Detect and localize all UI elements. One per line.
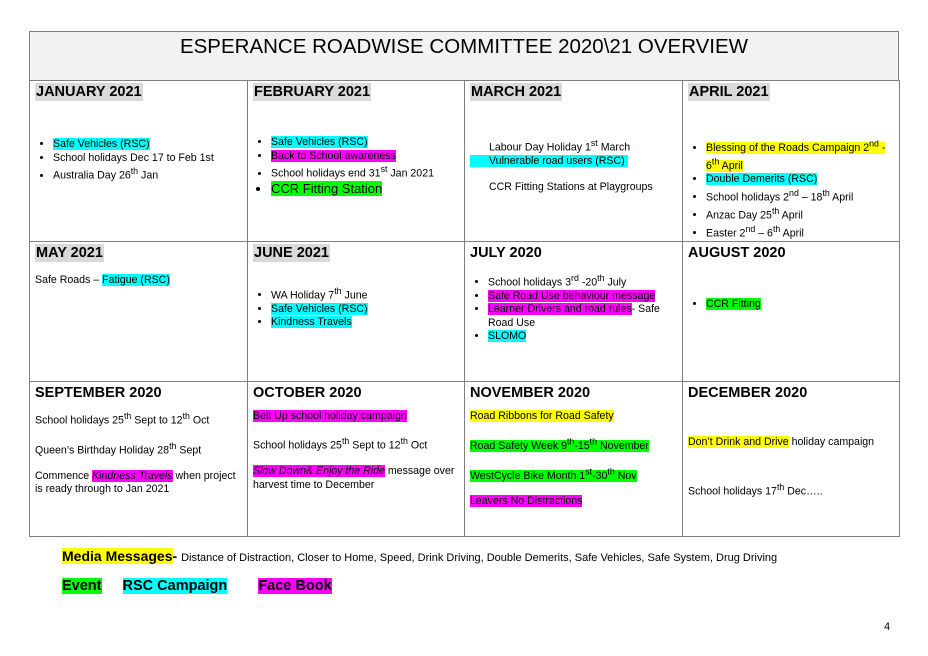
month-cell-april: APRIL 2021 Blessing of the Roads Campaig… (682, 80, 900, 242)
list-item: Queen’s Birthday Holiday 28th Sept (35, 440, 202, 457)
list-item: Learner Drivers and road rules- Safe Roa… (488, 303, 676, 330)
event-list: Blessing of the Roads Campaign 2nd - 6th… (688, 137, 893, 241)
month-heading: MAY 2021 (35, 243, 104, 262)
month-cell-august: AUGUST 2020 CCR Fitting (682, 240, 900, 382)
month-heading: JUNE 2021 (253, 243, 330, 262)
list-item: Safe Vehicles (RSC) (53, 138, 241, 152)
list-item: CCR Fitting (706, 297, 893, 312)
list-item: Kindness Travels (271, 316, 458, 330)
month-cell-march: MARCH 2021 Labour Day Holiday 1st March … (464, 80, 683, 242)
event-list: CCR Fitting (688, 297, 893, 312)
list-item: WestCycle Bike Month 1st-30th Nov (470, 466, 637, 482)
month-heading: OCTOBER 2020 (253, 384, 362, 401)
event-list: School holidays 3rd -20th July Safe Road… (470, 272, 676, 344)
list-item: School holidays 3rd -20th July (488, 272, 676, 290)
list-item: Safe Roads – Fatigue (RSC) (35, 273, 170, 286)
page-number: 4 (884, 621, 891, 633)
month-heading: JULY 2020 (470, 244, 542, 261)
list-item: School holidays Dec 17 to Feb 1st (53, 152, 241, 166)
month-cell-february: FEBRUARY 2021 Safe Vehicles (RSC) Back t… (247, 80, 465, 242)
list-item: School holidays end 31st Jan 2021 (271, 163, 458, 181)
list-item: School holidays 25th Sept to 12th Oct (253, 436, 428, 452)
month-cell-december: DECEMBER 2020 Don’t Drink and Drive holi… (682, 380, 900, 537)
list-item: Vulnerable road users (RSC) (470, 155, 676, 169)
list-item: Safe Vehicles (RSC) (271, 302, 458, 317)
month-heading: FEBRUARY 2021 (253, 83, 372, 101)
list-item: Road Ribbons for Road Safety (470, 409, 614, 422)
list-item: School holidays 25th Sept to 12th Oct (35, 410, 210, 427)
color-key-legend: Event RSC Campaign Face Book (62, 578, 349, 594)
list-item: Easter 2nd – 6th April (706, 223, 893, 241)
legend-event: Event (62, 578, 102, 594)
month-heading: SEPTEMBER 2020 (35, 384, 162, 401)
list-item: Double Demerits (RSC) (706, 173, 893, 187)
list-item: Blessing of the Roads Campaign 2nd - 6th… (706, 137, 893, 173)
month-heading: NOVEMBER 2020 (470, 384, 591, 401)
list-item: School holidays 17th Dec….. (688, 482, 823, 498)
list-item: Safe Vehicles (RSC) (271, 136, 458, 150)
month-cell-september: SEPTEMBER 2020 School holidays 25th Sept… (29, 380, 248, 537)
list-item: Belt Up school holiday campaign (253, 409, 407, 422)
event-list: WA Holiday 7th June Safe Vehicles (RSC) … (253, 285, 458, 330)
month-cell-june: JUNE 2021 WA Holiday 7th June Safe Vehic… (247, 240, 465, 382)
month-heading: AUGUST 2020 (688, 244, 786, 261)
list-item: Back to School awareness (271, 149, 458, 164)
month-cell-july: JULY 2020 School holidays 3rd -20th July… (464, 240, 683, 382)
list-item: CCR Fitting Station (271, 181, 458, 197)
event-list: Safe Vehicles (RSC) School holidays Dec … (35, 138, 241, 183)
month-heading: MARCH 2021 (470, 83, 563, 101)
list-item: Commence Kindness Travels when project i… (35, 469, 236, 496)
list-item: School holidays 2nd – 18th April (706, 187, 893, 205)
legend-facebook: Face Book (258, 578, 332, 594)
list-item: Anzac Day 25th April (706, 205, 893, 223)
legend-rsc-campaign: RSC Campaign (122, 578, 228, 594)
month-cell-january: JANUARY 2021 Safe Vehicles (RSC) School … (29, 80, 248, 242)
list-item: SLOMO (488, 330, 676, 344)
list-item: Road Safety Week 9th-15th November (470, 436, 649, 452)
calendar-grid: JANUARY 2021 Safe Vehicles (RSC) School … (29, 80, 900, 537)
list-item: CCR Fitting Stations at Playgroups (489, 180, 653, 193)
month-cell-may: MAY 2021 Safe Roads – Fatigue (RSC) (29, 240, 248, 382)
list-item: WA Holiday 7th June (271, 285, 458, 303)
list-item: Leavers No Distractions (470, 495, 583, 508)
media-messages-label: Media Messages (62, 548, 173, 564)
media-messages-text: Distance of Distraction, Closer to Home,… (181, 552, 778, 564)
month-body: Labour Day Holiday 1st March Vulnerable … (470, 137, 676, 194)
list-item: Australia Day 26th Jan (53, 165, 241, 183)
month-heading: DECEMBER 2020 (688, 384, 808, 401)
month-heading: JANUARY 2021 (35, 83, 143, 101)
month-cell-november: NOVEMBER 2020 Road Ribbons for Road Safe… (464, 380, 683, 537)
list-item: Labour Day Holiday 1st March (489, 138, 631, 154)
page-title: ESPERANCE ROADWISE COMMITTEE 2020\21 OVE… (29, 31, 899, 80)
list-item: Slow Down& Enjoy the Ride message over h… (253, 465, 455, 491)
month-heading: APRIL 2021 (688, 83, 770, 101)
list-item: Safe Road Use behaviour message (488, 289, 676, 304)
list-item: Don’t Drink and Drive holiday campaign (688, 435, 875, 448)
month-cell-october: OCTOBER 2020 Belt Up school holiday camp… (247, 380, 465, 537)
event-list: Safe Vehicles (RSC) Back to School aware… (253, 136, 458, 197)
media-messages-legend: Media Messages- Distance of Distraction,… (62, 548, 778, 564)
